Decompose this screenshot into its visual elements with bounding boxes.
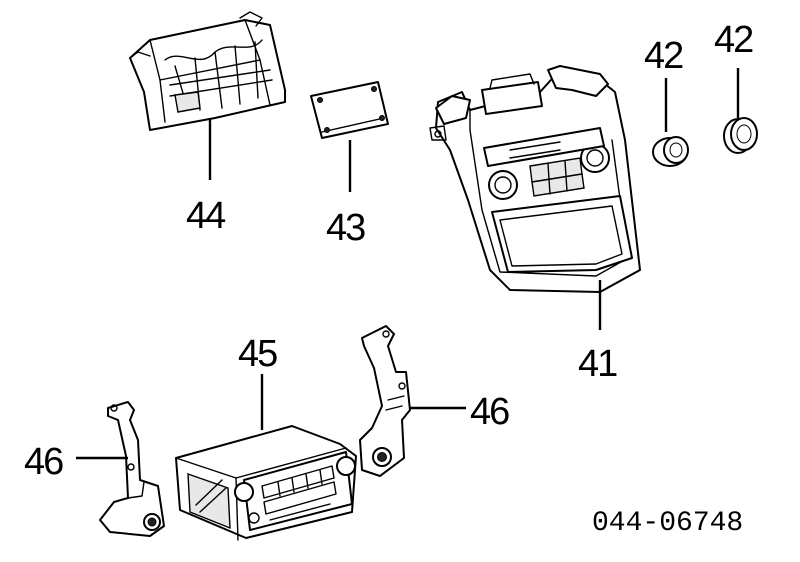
part-46-bracket-left bbox=[99, 401, 165, 537]
part-42-bushing-left bbox=[652, 136, 689, 167]
part-44-control-unit bbox=[129, 11, 286, 131]
callout-42-left: 42 bbox=[644, 35, 683, 77]
callout-42-right: 42 bbox=[714, 19, 753, 61]
part-46-bracket-right bbox=[359, 325, 411, 477]
part-45-radio-receiver bbox=[175, 425, 357, 541]
diagram-code: 044-06748 bbox=[592, 508, 743, 539]
callout-46-left: 46 bbox=[24, 441, 63, 483]
part-41-finish-panel bbox=[429, 65, 641, 293]
callout-44: 44 bbox=[186, 195, 226, 237]
callout-43: 43 bbox=[326, 207, 365, 249]
part-42-bushing-right bbox=[723, 117, 758, 154]
callout-41: 41 bbox=[578, 343, 617, 385]
callout-46-right: 46 bbox=[470, 391, 509, 433]
part-43-plate bbox=[310, 81, 389, 139]
callout-45: 45 bbox=[238, 333, 277, 375]
